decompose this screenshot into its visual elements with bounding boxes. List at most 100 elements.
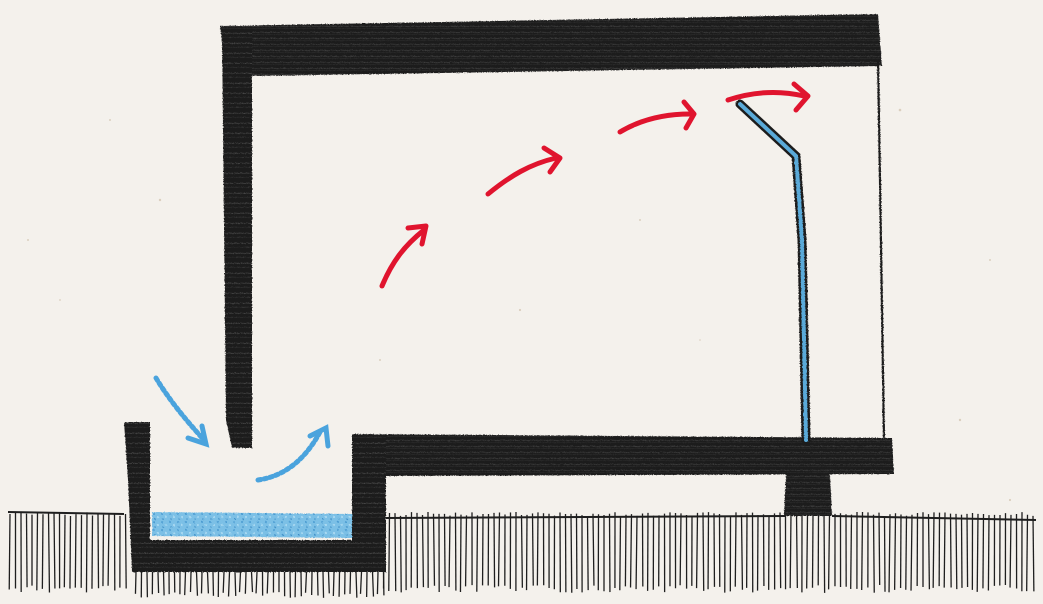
ground-hatch-line [234, 571, 237, 596]
ground-hatch-line [74, 514, 77, 588]
cool-air-arrowhead-rise [307, 424, 331, 449]
ground-hatch-line [1026, 514, 1029, 592]
ground-hatch-line [47, 512, 51, 593]
ground-hatch-line [695, 512, 699, 589]
ground-hatch-line [629, 514, 633, 588]
ground-hatch-line [966, 513, 969, 588]
cool-air-arrow-rise [255, 429, 323, 483]
ground-hatch-line [932, 512, 935, 588]
ground-hatch-line [394, 513, 397, 592]
ground-hatch-line [592, 513, 595, 586]
ground-hatch-line [740, 514, 744, 590]
ground-hatch-line [493, 512, 496, 588]
roof-slab [220, 14, 882, 78]
ground-hatch-line [619, 515, 622, 591]
warm-air-arrow-1 [379, 227, 427, 289]
ground-hatch-line [497, 512, 501, 587]
warm-air-arrowhead-2 [541, 145, 563, 175]
ground-hatch-line [850, 514, 853, 589]
ground-hatch-line [905, 515, 908, 590]
warm-air-arrow-3 [617, 111, 693, 135]
ground-hatch-line [1009, 514, 1012, 588]
ground-hatch-line [883, 515, 886, 592]
ground-hatch-line [255, 571, 258, 594]
ground-hatch-line [41, 514, 44, 589]
ground-hatch-line [316, 571, 319, 596]
ground-hatch-line [987, 515, 990, 591]
ground-hatch-line [795, 512, 798, 589]
ground-hatch-line [227, 571, 231, 597]
ground-hatch-line [888, 514, 891, 593]
ground-hatch-line [878, 512, 881, 586]
ground-hatch-line [206, 571, 210, 594]
ground-hatch-line [355, 571, 358, 598]
ground-hatch-line [476, 515, 479, 592]
pool-basin [124, 422, 386, 572]
ground-hatch-line [432, 513, 436, 586]
warm-air-arrowhead-1 [405, 223, 429, 247]
ground-hatch-line [448, 515, 451, 588]
ground-hatch-line [244, 571, 247, 594]
ground-hatch-line [459, 514, 462, 592]
ground-hatch-line [349, 571, 352, 594]
water-pool [152, 512, 352, 538]
ground-hatch-line [327, 571, 330, 594]
cool-air-arrows [153, 375, 331, 483]
ground-hatch-line [388, 512, 391, 591]
ground-hatch-line [520, 514, 524, 588]
ground-hatch-line [910, 514, 913, 591]
hatched-ground [7, 511, 1037, 598]
ground-hatch-line [36, 512, 39, 591]
ground-hatch-line [531, 513, 534, 586]
building-section [124, 14, 894, 572]
warm-air-arrow-2 [485, 155, 559, 197]
left-wall [222, 30, 252, 448]
ground-hatch-line [536, 512, 539, 586]
ground-hatch-line [63, 514, 66, 588]
ground-hatch-line [827, 514, 831, 590]
cool-air-arrowhead-inlet [185, 423, 210, 448]
ground-hatch-line [943, 512, 946, 588]
ground-hatch-line [134, 571, 137, 594]
warm-air-arrowhead-4 [791, 81, 811, 113]
ground-hatch-line [8, 513, 11, 590]
ground-hatch-line [322, 571, 325, 598]
support-pier [784, 474, 832, 516]
ground-hatch-line [702, 512, 705, 591]
ground-hatch-line [332, 571, 335, 597]
ground-hatch-line [955, 513, 958, 590]
ground-hatch-line [421, 514, 425, 588]
ground-hatch-line [861, 512, 864, 590]
ground-hatch-line [1032, 515, 1035, 592]
ground-hatch-line [811, 515, 814, 588]
ground-hatch-line [927, 514, 931, 590]
ground-hatch-line [189, 571, 192, 593]
ground-hatch-line [635, 515, 638, 590]
right-wall-outline [876, 59, 886, 441]
ground-hatch-line [69, 515, 72, 589]
ground-hatch-line [679, 513, 682, 586]
ground-hatch-line [97, 514, 100, 589]
ground-hatch-line [91, 515, 94, 589]
ground-hatch-line [376, 571, 379, 595]
ground-hatch-line [107, 513, 110, 586]
ground-hatch-line [250, 571, 254, 593]
ground-hatch-line [893, 513, 897, 590]
ground-hatch-line [570, 513, 573, 593]
ground-hatch-line [85, 512, 88, 593]
ground-hatch-line [266, 571, 269, 594]
ground-hatch-line [359, 571, 363, 594]
ground-hatch-line [872, 514, 875, 593]
ground-hatch-line [102, 514, 105, 587]
ground-hatch-line [195, 571, 199, 596]
cool-air-arrow-inlet [153, 375, 207, 443]
ground-hatch-line [184, 571, 187, 596]
exhaust-pipe [735, 99, 811, 445]
ground-hatch-line [222, 571, 225, 593]
warm-air-arrows [379, 81, 811, 289]
ground-hatch-line [949, 513, 952, 588]
warm-air-arrowhead-3 [681, 99, 697, 131]
ground-hatch-line [586, 515, 589, 591]
ground-hatch-line [779, 512, 782, 589]
ground-hatch-line [789, 514, 792, 589]
